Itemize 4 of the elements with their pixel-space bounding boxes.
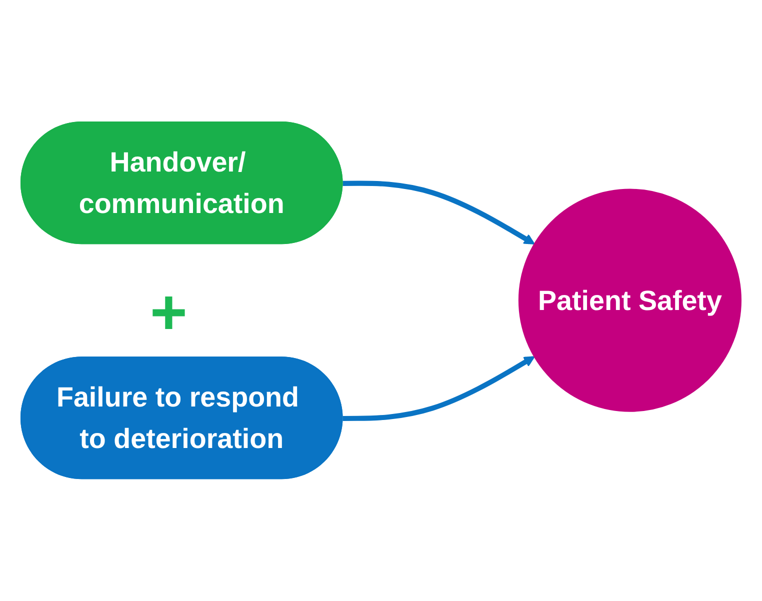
plus-sign: + [150, 280, 188, 344]
arrow [342, 180, 535, 245]
node-circle: Patient Safety [518, 188, 742, 412]
arrow [342, 356, 535, 422]
